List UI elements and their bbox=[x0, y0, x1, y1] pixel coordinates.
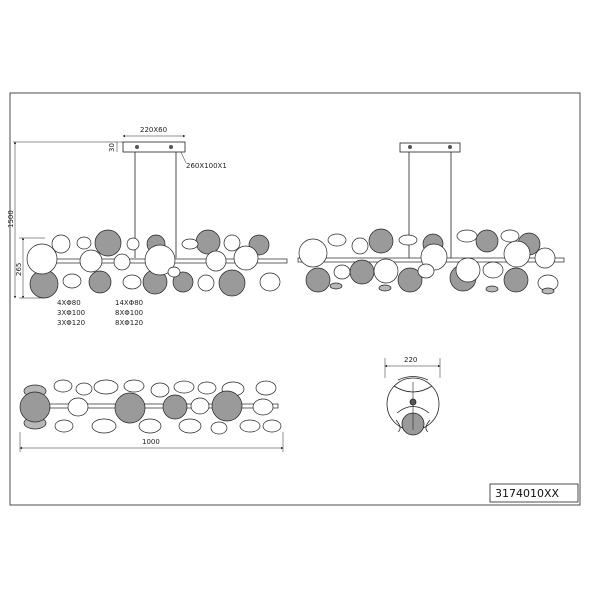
canopy-height-label: 30 bbox=[108, 143, 116, 152]
spec-right-1: 14XΦ80 bbox=[115, 299, 143, 307]
plate-size-label: 260X100X1 bbox=[186, 162, 227, 170]
front-view-discs bbox=[26, 229, 281, 299]
canopy-size-label: 220X60 bbox=[140, 126, 167, 134]
spec-left-1: 4XΦ80 bbox=[57, 299, 81, 307]
spec-right-2: 8XΦ100 bbox=[115, 309, 143, 317]
top-view-discs bbox=[19, 379, 282, 435]
length-label: 1000 bbox=[142, 438, 160, 446]
product-code: 3174010XX bbox=[495, 487, 560, 500]
side-view-discs bbox=[298, 228, 559, 295]
drawing-frame bbox=[9, 92, 581, 506]
end-view-discs bbox=[386, 376, 440, 436]
end-view: 220 bbox=[384, 356, 441, 436]
product-code-box bbox=[489, 483, 579, 503]
front-view: 220X60 30 260X100X1 1500 265 bbox=[7, 126, 288, 327]
spec-left-3: 3XΦ120 bbox=[57, 319, 85, 327]
canopy bbox=[122, 141, 186, 153]
top-view: 1000 bbox=[19, 379, 284, 452]
total-height-label: 1500 bbox=[7, 210, 15, 228]
spec-right-3: 8XΦ120 bbox=[115, 319, 143, 327]
width-label: 220 bbox=[404, 356, 417, 364]
side-view bbox=[297, 142, 565, 295]
spec-left-2: 3XΦ100 bbox=[57, 309, 85, 317]
body-height-label: 265 bbox=[15, 263, 23, 276]
